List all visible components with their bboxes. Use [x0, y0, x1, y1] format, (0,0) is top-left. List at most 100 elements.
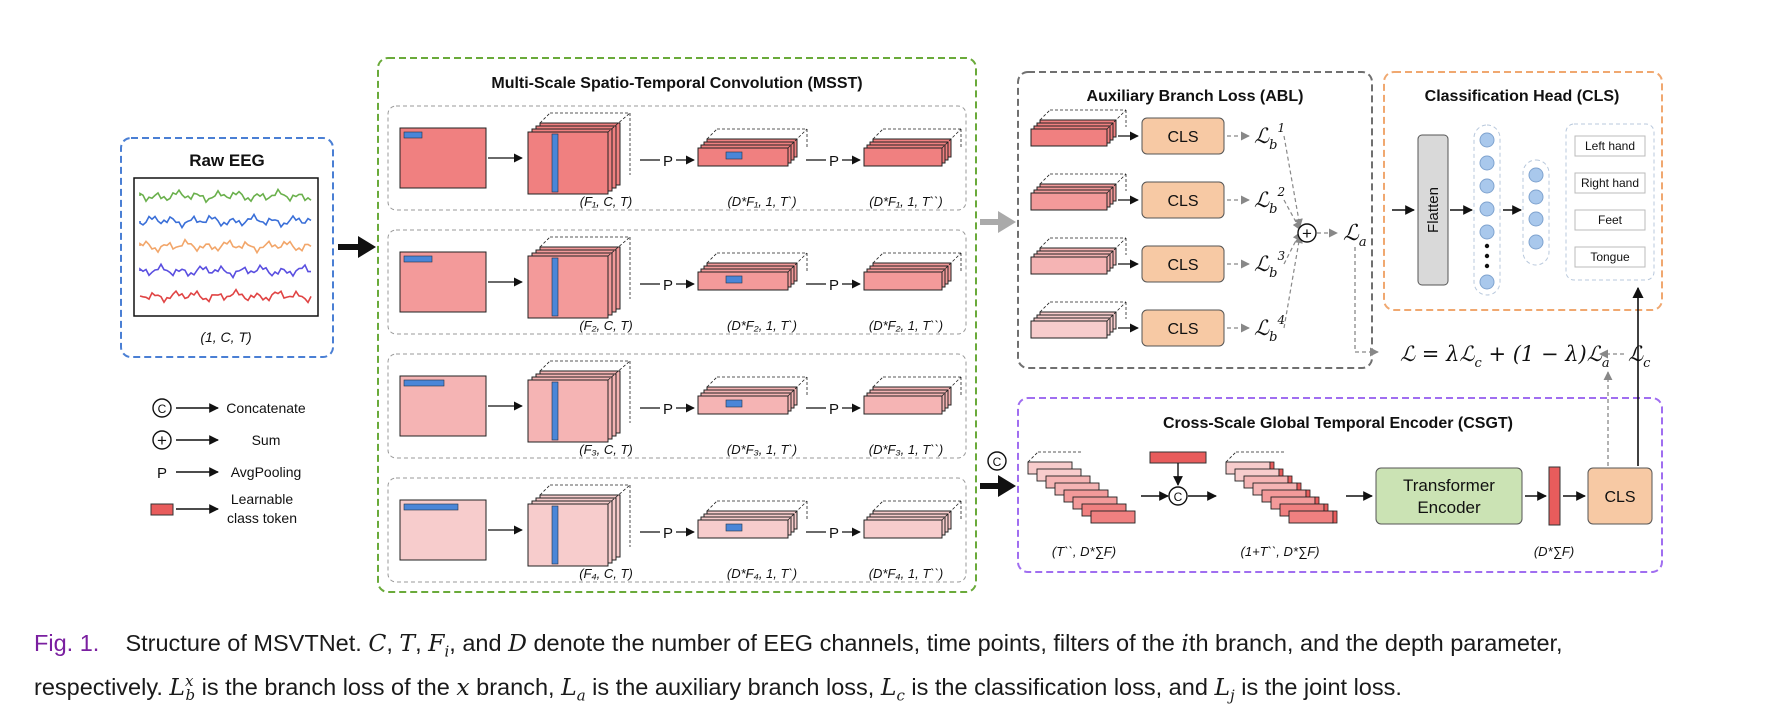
temporal-kernel: [403, 503, 459, 511]
abl-feature-stack: [1030, 173, 1127, 211]
ellipsis-dot: [1484, 243, 1490, 249]
msst-to-abl-arrow: [980, 211, 1016, 233]
msst-pooled-maps-2: [863, 252, 962, 291]
neuron: [1479, 201, 1495, 217]
transformer-label-1: Transformer: [1403, 476, 1495, 495]
msst-shape-label-1: (F₁, C, T): [580, 194, 632, 209]
depthwise-kernel: [725, 151, 743, 160]
concat-node-symbol: C: [1174, 490, 1183, 504]
pool-symbol: P: [663, 525, 673, 542]
eeg-signal-box: [133, 177, 319, 317]
legend-sum-label: Sum: [252, 432, 281, 448]
eeg-waveforms: [139, 187, 312, 304]
msvtnet-architecture-diagram: Raw EEG (1, C, T) C Concatenate + Sum P …: [120, 57, 1663, 593]
flatten-box: [1417, 134, 1449, 286]
neuron: [1528, 167, 1544, 183]
flatten-neurons: [1479, 132, 1495, 290]
msst-pooled-maps-1: [697, 252, 808, 291]
csgt-cls-label: CLS: [1604, 489, 1635, 506]
csgt-token-layer: [1288, 510, 1334, 524]
abl-cls-label: CLS: [1167, 257, 1198, 274]
legend-avgpooling-label: AvgPooling: [231, 464, 302, 480]
branch-loss-Lb: ℒb1: [1254, 121, 1285, 153]
legend-sum: + Sum: [152, 430, 281, 450]
csgt-input-stack: [1027, 451, 1136, 524]
csgt-shape-2: (1+T``, D*∑F): [1241, 544, 1320, 559]
abl-cls-box: [1141, 309, 1225, 347]
neuron: [1528, 189, 1544, 205]
msst-pooled-maps-1: [697, 376, 808, 415]
sum-symbol: +: [157, 431, 167, 450]
abl-feature-stack: [1030, 109, 1127, 147]
eeg-channel-wave: [139, 187, 312, 204]
joint-loss-formula: ℒ = λℒc + (1 − λ)ℒa ℒc: [1400, 342, 1651, 371]
csgt-cls-box: [1587, 467, 1653, 525]
classification-head-panel: Classification Head (CLS) Flatten Left h…: [1383, 71, 1663, 311]
msst-feature-maps: [527, 236, 631, 319]
depthwise-kernel: [725, 275, 743, 284]
pool-symbol: P: [663, 277, 673, 294]
neuron: [1479, 132, 1495, 148]
pool-symbol: P: [829, 525, 839, 542]
class-output-label: Tongue: [1590, 250, 1630, 264]
class-output-box: [1574, 246, 1646, 268]
joint-loss-lhs: ℒ = λℒ: [1400, 342, 1475, 366]
neuron: [1479, 178, 1495, 194]
abl-branch-4: CLS ℒb4: [1030, 234, 1303, 347]
msst-pooled-maps-2: [863, 500, 962, 539]
csgt-shape-1: (T``, D*∑F): [1052, 544, 1116, 559]
legend-class-token: Learnable class token: [150, 491, 297, 526]
csgt-panel: Cross-Scale Global Temporal Encoder (CSG…: [1017, 397, 1663, 573]
pool-symbol: P: [829, 401, 839, 418]
abl-cls-box: [1141, 181, 1225, 219]
caption-text-1: Structure of MSVTNet.: [125, 630, 362, 656]
class-output-label: Right hand: [1581, 176, 1639, 190]
neuron: [1479, 224, 1495, 240]
msst-panel: Multi-Scale Spatio-Temporal Convolution …: [377, 57, 977, 593]
cls-head-title: Classification Head (CLS): [1425, 88, 1620, 105]
spatial-kernel: [551, 505, 559, 565]
msst-shape-label-2: (D*F₄, 1, T`): [727, 566, 797, 581]
branch-loss-Lb: ℒb3: [1254, 249, 1285, 281]
msst-concat-symbol: C: [993, 455, 1002, 469]
temporal-kernel: [403, 379, 445, 387]
raw-eeg-panel: Raw EEG (1, C, T): [120, 137, 334, 358]
msst-input: [399, 127, 487, 189]
msst-feature-maps: [527, 484, 631, 567]
class-output-label: Left hand: [1585, 139, 1635, 153]
msst-shape-label-2: (D*F₂, 1, T`): [727, 318, 797, 333]
eeg-channel-wave: [139, 212, 312, 230]
legend-avgpooling: P AvgPooling: [157, 464, 301, 482]
hidden-neurons: [1528, 167, 1544, 250]
abl-cls-box: [1141, 245, 1225, 283]
ellipsis-dot: [1484, 253, 1490, 259]
abl-branch-1: CLS ℒb1: [1030, 109, 1303, 228]
csgt-input-layer: [1090, 510, 1136, 524]
class-output-box: [1574, 172, 1646, 194]
transformer-encoder-box: [1375, 467, 1523, 525]
raw-to-msst-arrow: [338, 236, 376, 258]
eeg-channel-wave: [139, 262, 311, 280]
pool-symbol: P: [829, 153, 839, 170]
la-to-joint-arrow: [1354, 247, 1379, 357]
legend: C Concatenate + Sum P AvgPooling Learnab…: [150, 398, 306, 526]
msst-shape-label-1: (F₃, C, T): [579, 442, 633, 457]
msst-shape-label-3: (D*F₂, 1, T``): [869, 318, 943, 333]
pool-symbol: P: [829, 277, 839, 294]
msst-shape-label-2: (D*F₁, 1, T`): [727, 194, 796, 209]
pool-symbol: P: [157, 465, 167, 482]
msst-shape-label-3: (D*F₁, 1, T``): [869, 194, 942, 209]
neuron: [1479, 155, 1495, 171]
msst-shape-label-1: (F₄, C, T): [579, 566, 633, 581]
temporal-kernel: [403, 255, 433, 263]
msst-pooled-maps-1: [697, 128, 808, 167]
abl-cls-label: CLS: [1167, 193, 1198, 210]
branch-loss-Lb: ℒb4: [1254, 313, 1285, 345]
